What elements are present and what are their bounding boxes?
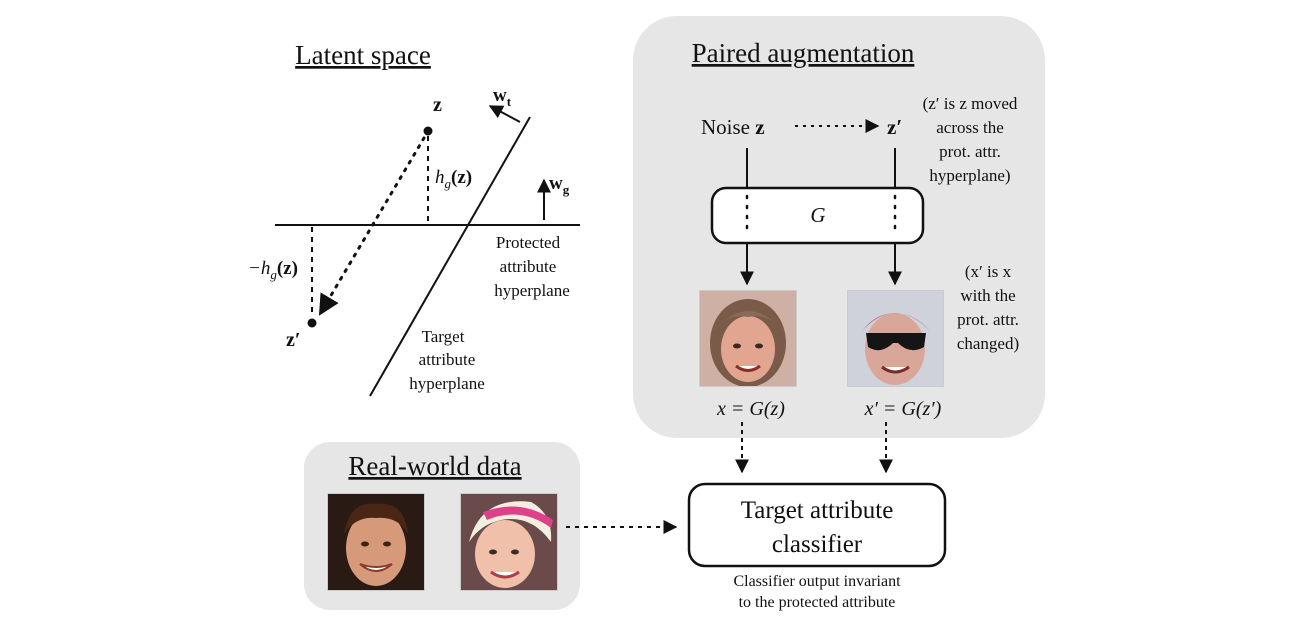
note-z-4: hyperplane) xyxy=(929,166,1010,185)
note-z-1: (z′ is z moved xyxy=(923,94,1018,113)
target-label-2: attribute xyxy=(419,350,476,369)
protected-label-2: attribute xyxy=(500,257,557,276)
note-x-3: prot. attr. xyxy=(957,310,1019,329)
z-to-z-prime-arrow xyxy=(318,136,426,316)
z-prime-label: z′ xyxy=(286,329,301,351)
w-t-arrow xyxy=(488,105,521,123)
real-world-data-title: Real-world data xyxy=(348,451,521,481)
noise-label: Noise z xyxy=(701,115,765,139)
classifier-label-1: Target attribute xyxy=(741,497,894,524)
note-x-1: (x′ is x xyxy=(965,262,1012,281)
target-label-3: hyperplane xyxy=(409,374,485,393)
w-g-label: wg xyxy=(549,173,570,197)
z-prime-point xyxy=(307,318,317,328)
real-face-1 xyxy=(327,493,425,591)
x-prime-equation: x′ = G(z′) xyxy=(864,398,942,420)
note-x-2: with the xyxy=(960,286,1015,305)
note-z-3: prot. attr. xyxy=(939,142,1001,161)
generated-face-x xyxy=(699,290,797,387)
w-t-label: wt xyxy=(493,85,512,109)
generator-box xyxy=(710,186,925,245)
classifier-caption-1: Classifier output invariant xyxy=(733,573,901,590)
latent-space-title: Latent space xyxy=(295,40,431,70)
neg-hg-label: −hg(z) xyxy=(248,258,298,282)
generator-label: G xyxy=(810,203,825,227)
z-prime-noise-label: z′ xyxy=(887,115,902,139)
classifier-caption-2: to the protected attribute xyxy=(739,594,896,611)
classifier-label-2: classifier xyxy=(772,531,863,558)
target-hyperplane-line xyxy=(369,116,531,397)
target-label-1: Target xyxy=(422,327,465,346)
protected-label-3: hyperplane xyxy=(494,281,570,300)
protected-label-1: Protected xyxy=(496,233,561,252)
generated-face-x-prime xyxy=(847,290,944,387)
note-z-2: across the xyxy=(936,118,1004,137)
z-label: z xyxy=(433,94,442,116)
x-equation: x = G(z) xyxy=(716,398,785,420)
z-point xyxy=(423,126,433,136)
classifier-box xyxy=(687,482,947,568)
note-x-4: changed) xyxy=(957,334,1019,353)
paired-augmentation-title: Paired augmentation xyxy=(692,38,915,68)
hg-label: hg(z) xyxy=(435,167,472,191)
real-face-2 xyxy=(460,493,558,591)
